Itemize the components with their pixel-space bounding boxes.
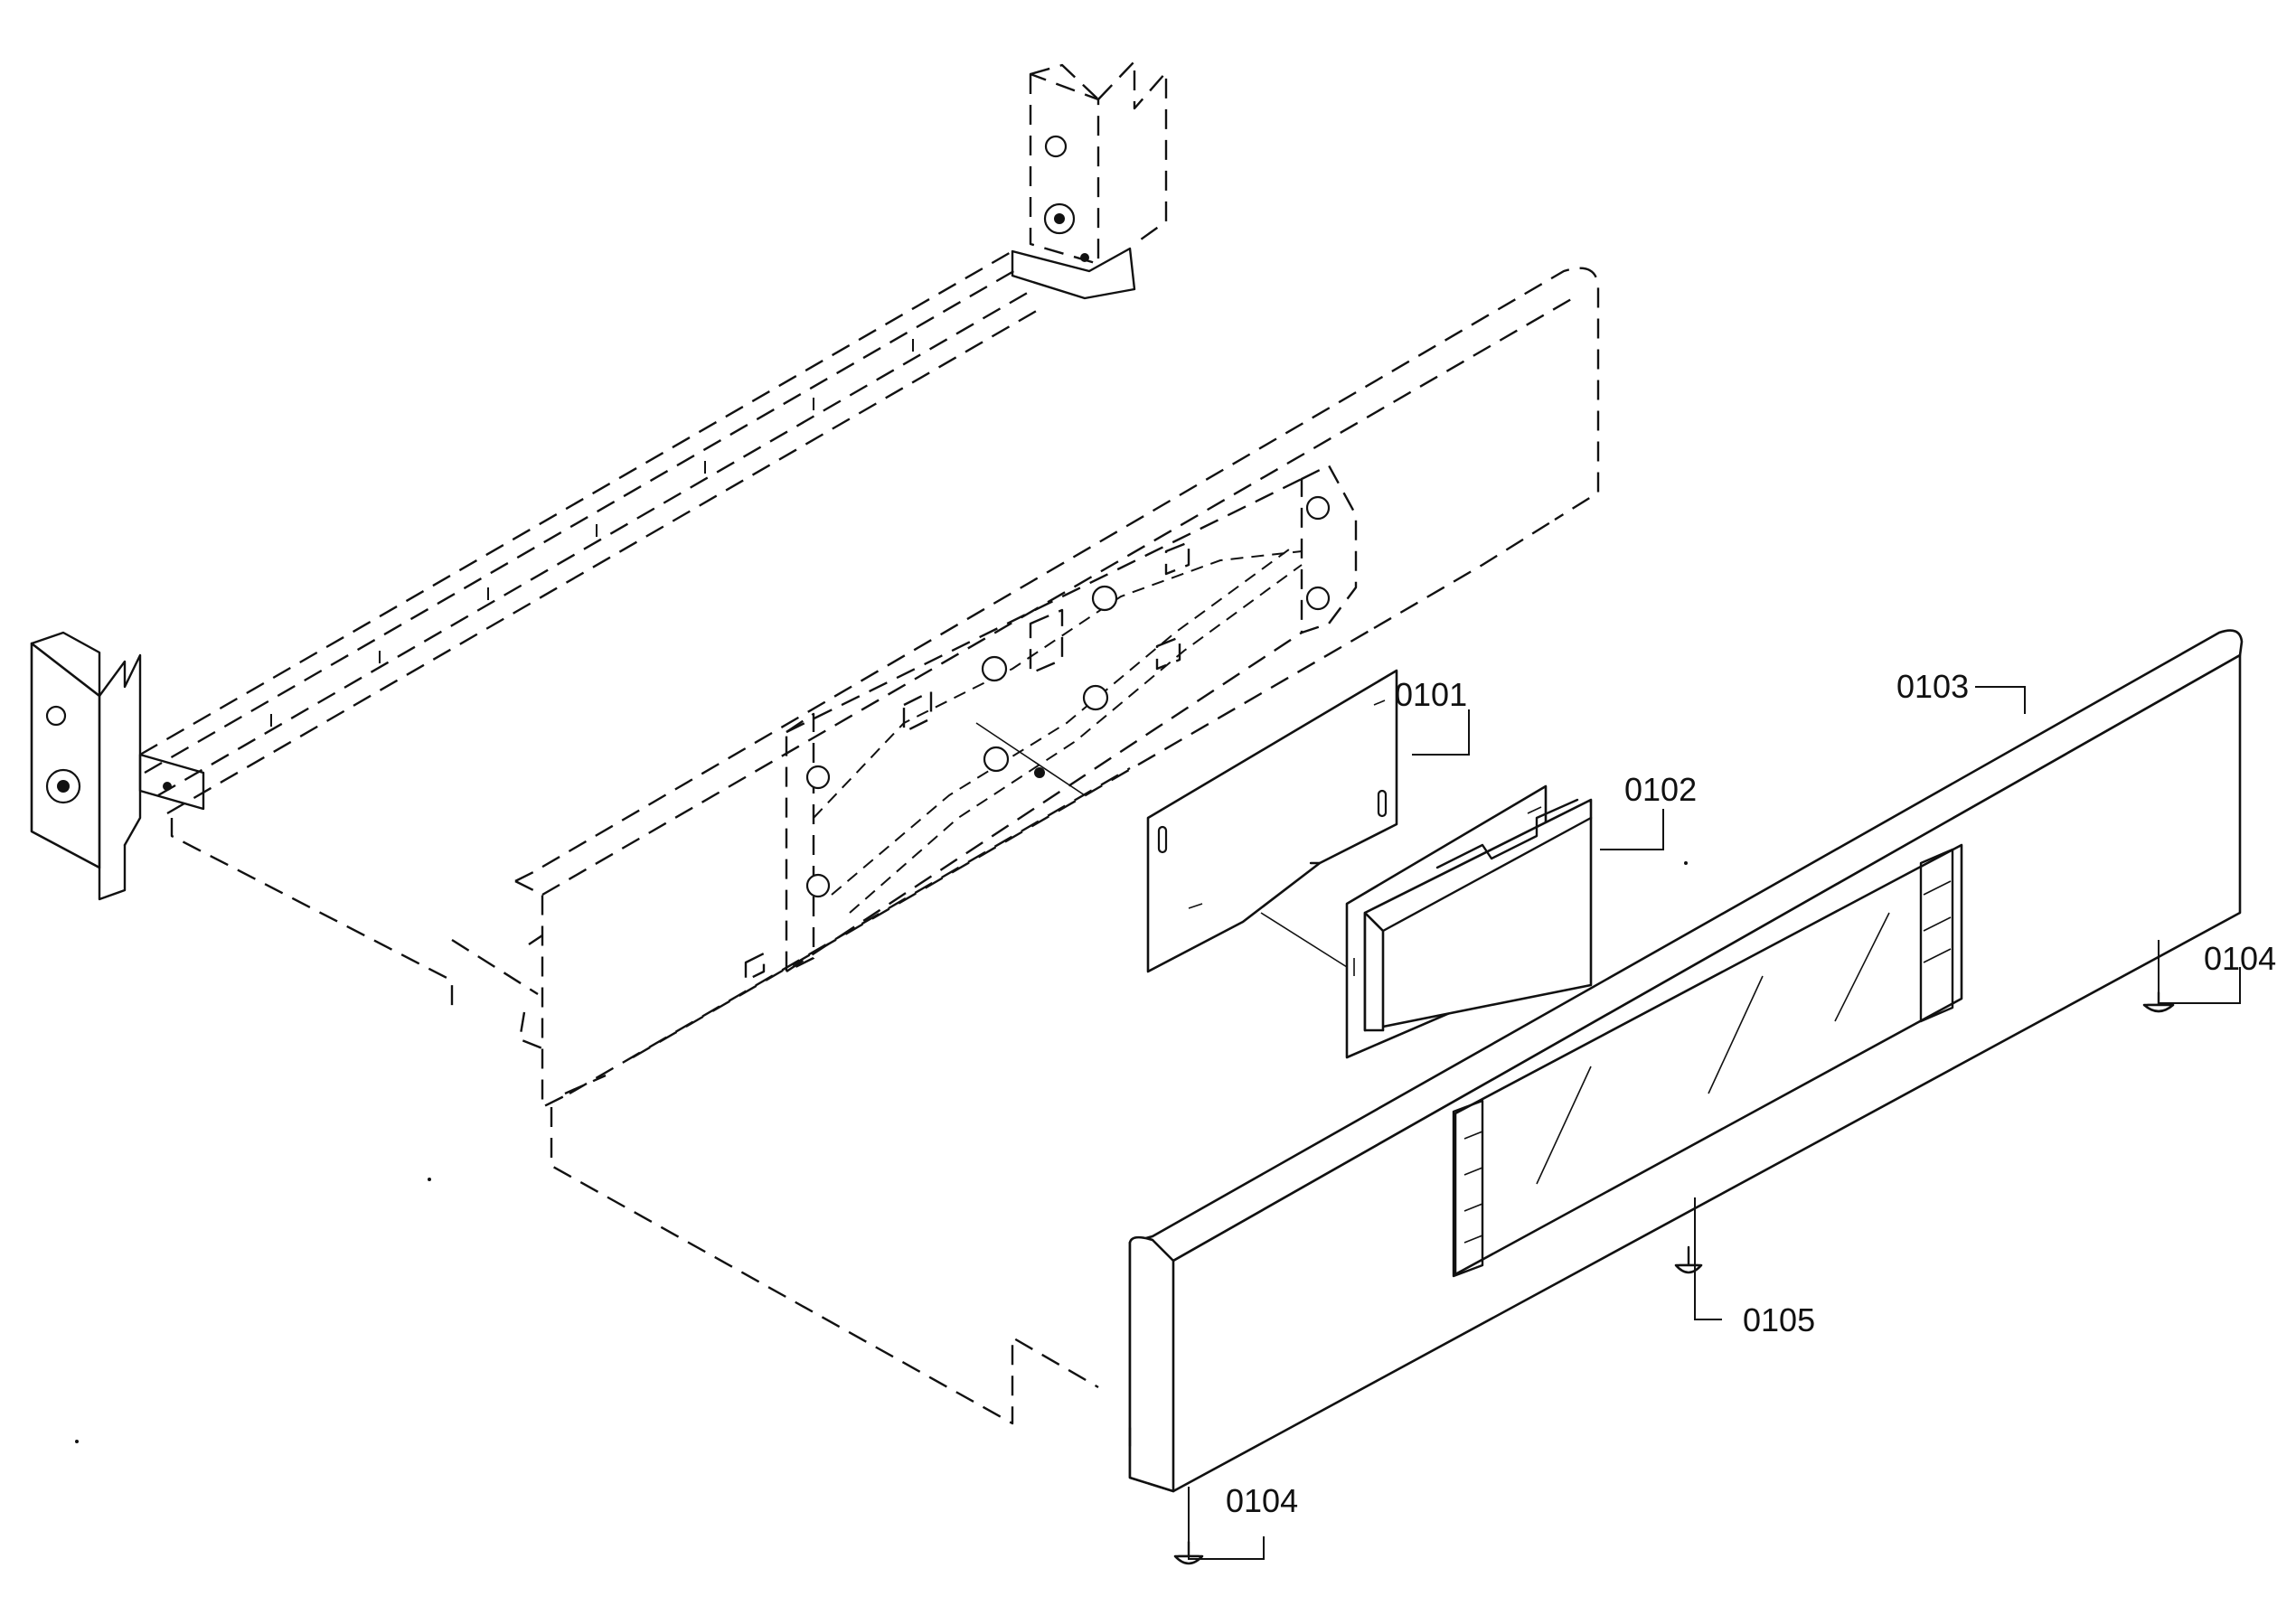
callout-0102: 0102 [1624, 771, 1697, 808]
part-0103-front-control-panel [1128, 629, 2244, 1493]
part-0101-shield-plate [975, 669, 1398, 973]
callout-0104-bottom: 0104 [1226, 1482, 1298, 1519]
callout-labels: 0101 0102 0103 0104 0105 0104 [1226, 668, 2276, 1519]
part-0102-control-module [1260, 784, 1593, 1059]
rear-frame-assembly [30, 60, 1168, 1425]
callout-0101: 0101 [1395, 676, 1467, 713]
frame-mounting-holes [805, 495, 1331, 898]
callout-0105: 0105 [1743, 1301, 1815, 1338]
base-floor-outline [170, 818, 1099, 1425]
callout-0103: 0103 [1896, 668, 1969, 705]
callout-0104-right: 0104 [2204, 940, 2276, 977]
screw-0105 [1674, 1245, 1703, 1274]
callout-leader-lines [1188, 686, 2241, 1560]
left-rear-upright-bracket [30, 631, 205, 901]
right-rear-upright-bracket [1011, 60, 1168, 300]
rear-side-rail [139, 249, 1040, 815]
control-panel-frame [514, 267, 1600, 1109]
